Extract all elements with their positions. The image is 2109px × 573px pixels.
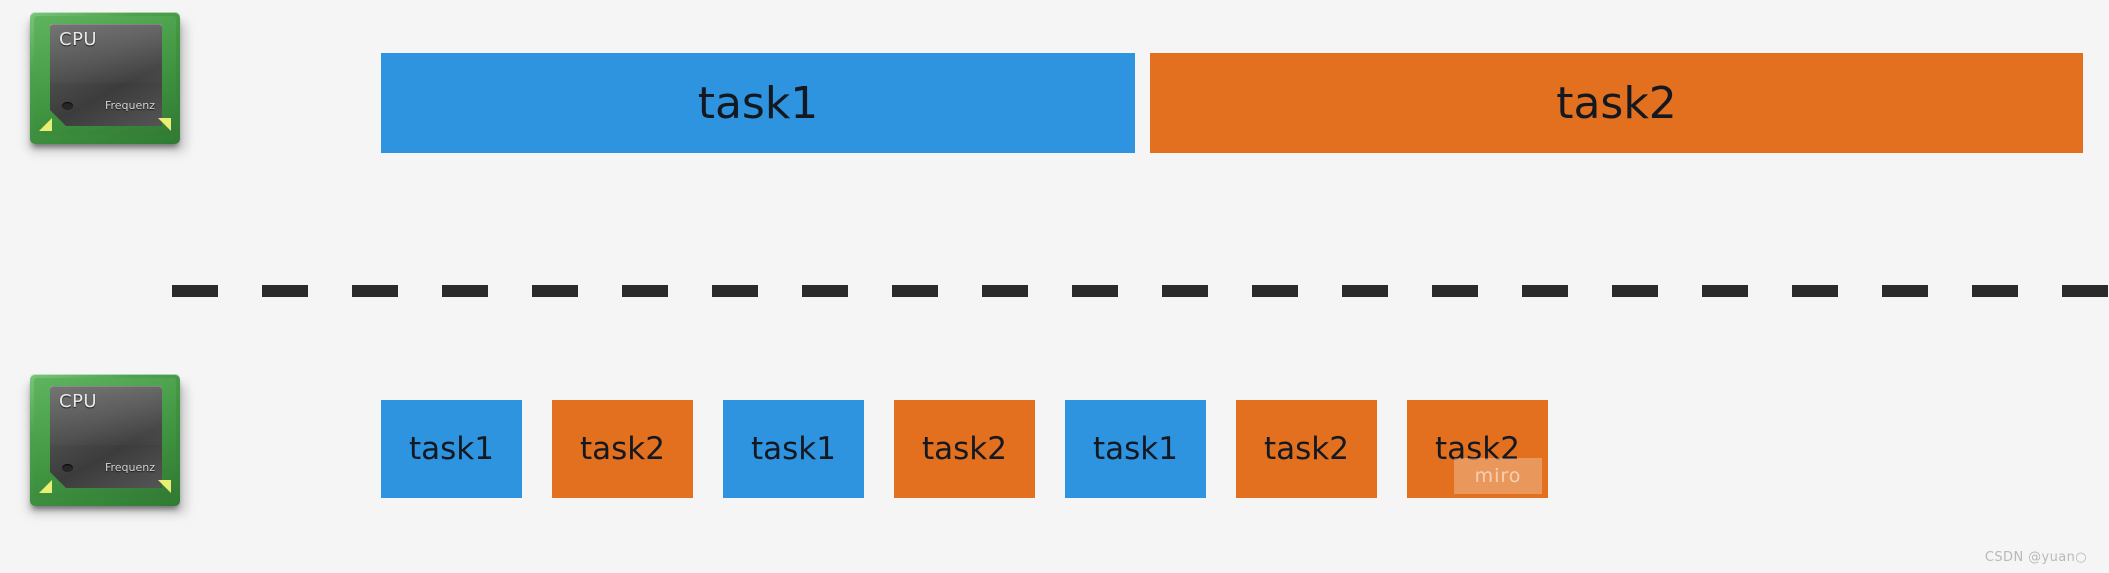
divider-dash <box>1432 285 1478 297</box>
task-block-task2: task2 <box>894 400 1035 498</box>
cpu-chip-pin-dot <box>62 464 73 472</box>
task-block-task1: task1 <box>381 400 522 498</box>
miro-overlay-watermark: miro <box>1454 458 1542 494</box>
divider-dash <box>1162 285 1208 297</box>
task-block-task2: task2 <box>552 400 693 498</box>
task-block-task2: task2 <box>1236 400 1377 498</box>
task-block-label: task2 <box>1435 431 1520 467</box>
divider-dash <box>1612 285 1658 297</box>
task-block-task2: task2 <box>1150 53 2083 153</box>
divider-dash <box>1342 285 1388 297</box>
cpu-chip-bottom: CPU Frequenz <box>20 370 190 520</box>
divider-dash <box>1792 285 1838 297</box>
task-block-task1: task1 <box>1065 400 1206 498</box>
task-block-label: task2 <box>1556 77 1677 129</box>
cpu-chip-corner-left-icon <box>39 118 52 131</box>
cpu-chip-board: CPU Frequenz <box>30 12 180 144</box>
divider-dash <box>352 285 398 297</box>
divider-dash <box>442 285 488 297</box>
cpu-chip-subtitle: Frequenz <box>104 99 155 112</box>
cpu-chip-corner-right-icon <box>158 118 171 131</box>
cpu-chip-subtitle: Frequenz <box>104 461 155 474</box>
cpu-chip-corner-right-icon <box>158 480 171 493</box>
divider-dash <box>172 285 218 297</box>
task-block-task1: task1 <box>381 53 1135 153</box>
divider-dash <box>2062 285 2108 297</box>
cpu-chip-corner-left-icon <box>39 480 52 493</box>
divider-dash <box>892 285 938 297</box>
task-block-label: task2 <box>1264 431 1349 467</box>
cpu-chip-die: CPU Frequenz <box>50 24 162 126</box>
cpu-chip-board: CPU Frequenz <box>30 374 180 506</box>
divider-dash <box>982 285 1028 297</box>
task-block-label: task2 <box>922 431 1007 467</box>
dashed-separator <box>172 285 2108 297</box>
task-block-label: task2 <box>580 431 665 467</box>
divider-dash <box>1072 285 1118 297</box>
csdn-credit-watermark: CSDN @yuan○ <box>1984 550 2087 565</box>
divider-dash <box>1972 285 2018 297</box>
divider-dash <box>1252 285 1298 297</box>
task-block-label: task1 <box>409 431 494 467</box>
cpu-chip-top: CPU Frequenz <box>20 8 190 158</box>
divider-dash <box>712 285 758 297</box>
task-block-label: task1 <box>697 77 819 129</box>
task-block-task1: task1 <box>723 400 864 498</box>
divider-dash <box>1882 285 1928 297</box>
cpu-chip-pin-dot <box>62 102 73 110</box>
divider-dash <box>802 285 848 297</box>
divider-dash <box>532 285 578 297</box>
cpu-chip-title: CPU <box>59 391 98 412</box>
divider-dash <box>262 285 308 297</box>
divider-dash <box>622 285 668 297</box>
divider-dash <box>1522 285 1568 297</box>
cpu-chip-title: CPU <box>59 29 98 50</box>
divider-dash <box>1702 285 1748 297</box>
cpu-chip-die: CPU Frequenz <box>50 386 162 488</box>
task-block-label: task1 <box>751 431 836 467</box>
task-block-label: task1 <box>1093 431 1178 467</box>
